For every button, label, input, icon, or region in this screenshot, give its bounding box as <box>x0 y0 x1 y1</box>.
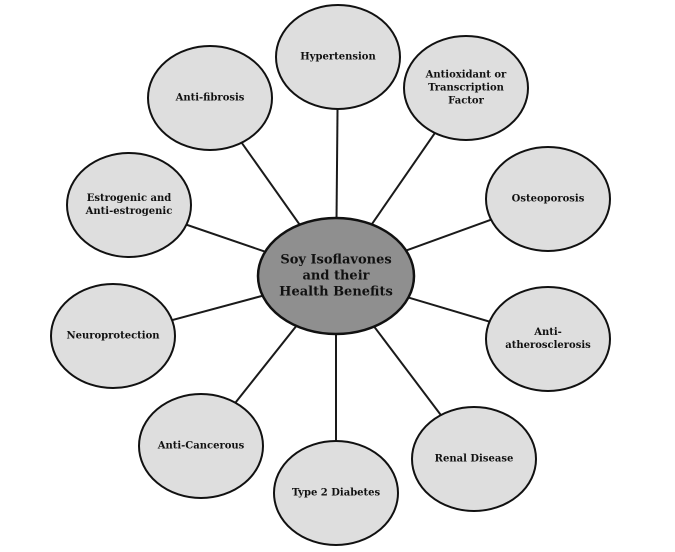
benefit-label-line-1: Renal Disease <box>435 454 514 465</box>
benefit-node-10: Anti-fibrosis <box>147 45 273 151</box>
benefit-node-4: Anti-atherosclerosis <box>485 286 611 392</box>
benefit-ellipse <box>485 146 611 252</box>
benefit-ellipse <box>147 45 273 151</box>
benefit-ellipse <box>273 440 399 546</box>
benefit-node-1: Hypertension <box>275 4 401 110</box>
benefit-label-line-1: Anti-fibrosis <box>175 93 245 104</box>
center-ellipse <box>256 216 416 336</box>
benefit-label-line-3: Factor <box>448 96 484 107</box>
benefit-label-line-2: Anti-estrogenic <box>85 206 173 217</box>
benefit-label-line-1: Hypertension <box>300 52 376 63</box>
benefit-ellipse <box>485 286 611 392</box>
benefit-label-line-1: Estrogenic and <box>87 193 172 204</box>
center-label-line-1: Soy Isoflavones <box>280 253 391 268</box>
benefit-ellipse <box>275 4 401 110</box>
benefit-label-line-1: Type 2 Diabetes <box>292 488 381 499</box>
benefit-label-line-1: Neuroprotection <box>66 331 160 342</box>
benefit-label-line-1: Anti-Cancerous <box>157 441 245 452</box>
benefit-label-line-1: Anti- <box>533 327 562 338</box>
benefit-ellipse <box>66 152 192 258</box>
benefit-ellipse <box>50 283 176 389</box>
benefit-node-8: Neuroprotection <box>50 283 176 389</box>
center-label-line-3: Health Benefits <box>279 285 393 300</box>
center-label-line-2: and their <box>302 269 369 284</box>
benefit-label-line-1: Osteoporosis <box>512 194 585 205</box>
benefit-node-7: Anti-Cancerous <box>138 393 264 499</box>
benefit-label-line-2: Transcription <box>428 83 505 94</box>
benefit-ellipse <box>138 393 264 499</box>
benefit-label-line-1: Antioxidant or <box>425 70 507 81</box>
benefit-node-5: Renal Disease <box>411 406 537 512</box>
benefit-node-6: Type 2 Diabetes <box>273 440 399 546</box>
benefit-label-line-2: atherosclerosis <box>505 340 591 351</box>
benefit-node-3: Osteoporosis <box>485 146 611 252</box>
benefit-ellipse <box>403 35 529 141</box>
benefit-ellipse <box>411 406 537 512</box>
